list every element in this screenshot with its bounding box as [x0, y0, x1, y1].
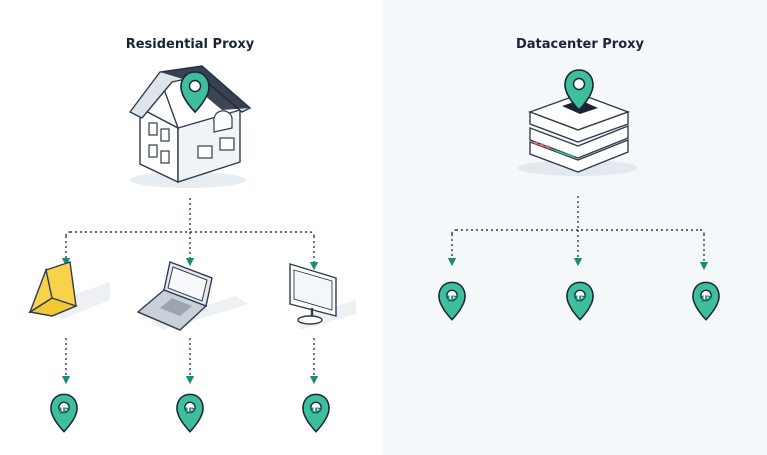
residential-ip-pin-3: IP: [302, 393, 330, 433]
tablet-icon: [28, 261, 110, 320]
server-icon: [518, 93, 638, 176]
ip-label: IP: [447, 295, 457, 305]
monitor-icon: [289, 263, 356, 330]
house-icon: [128, 65, 252, 188]
residential-ip-pin-2: IP: [176, 393, 204, 433]
datacenter-connectors: [447, 196, 709, 271]
laptop-icon: [136, 261, 248, 331]
residential-ip-pin-1: IP: [50, 393, 78, 433]
ip-label: IP: [311, 407, 321, 417]
ip-label: IP: [59, 407, 69, 417]
datacenter-ip-pin-2: IP: [566, 281, 594, 321]
datacenter-ip-pin-1: IP: [438, 281, 466, 321]
residential-connectors: [61, 198, 319, 385]
residential-title: Residential Proxy: [125, 37, 255, 52]
location-pin-icon: [180, 71, 210, 113]
datacenter-title: Datacenter Proxy: [515, 37, 645, 52]
ip-label: IP: [701, 295, 711, 305]
ip-label: IP: [575, 295, 585, 305]
ip-label: IP: [185, 407, 195, 417]
datacenter-ip-pin-3: IP: [692, 281, 720, 321]
